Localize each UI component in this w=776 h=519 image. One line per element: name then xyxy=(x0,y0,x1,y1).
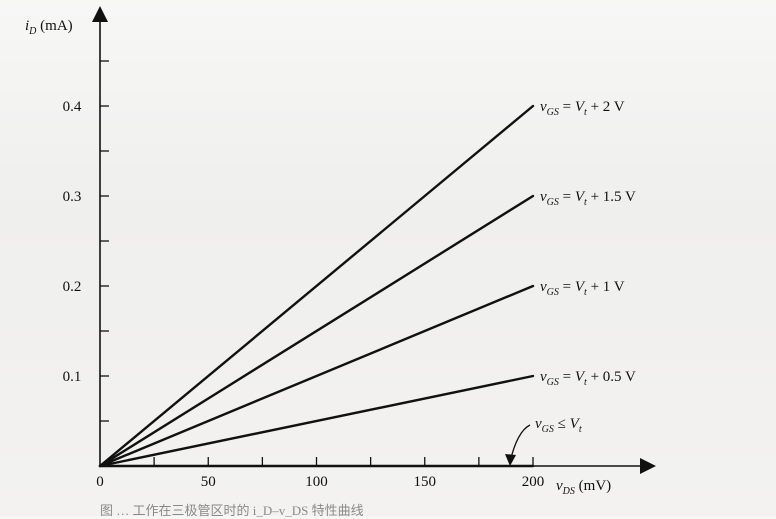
x-tick-label: 150 xyxy=(414,474,437,490)
series-label-1: vGS = Vt + 2 V xyxy=(540,99,625,118)
y-axis-label: iD (mA) xyxy=(25,18,73,37)
series-line-4 xyxy=(98,374,535,468)
y-tick-label: 0.1 xyxy=(63,369,82,385)
y-tick-label: 0.3 xyxy=(63,189,82,205)
x-tick-label: 0 xyxy=(96,474,104,490)
series xyxy=(98,104,535,468)
ticks: 0.1 0.2 0.3 0.4 0 50 100 150 200 xyxy=(63,60,545,490)
series-line-2 xyxy=(98,194,535,468)
x-tick-label: 100 xyxy=(305,474,328,490)
x-tick-label: 200 xyxy=(522,474,545,490)
series-label-3: vGS = Vt + 1 V xyxy=(540,279,625,298)
series-label-5: vGS ≤ Vt xyxy=(535,416,582,435)
figure-caption: 图 … 工作在三极管区时的 i_D–v_DS 特性曲线 xyxy=(100,503,364,518)
label-pointer-head xyxy=(505,454,516,466)
x-axis-label: vDS (mV) xyxy=(556,478,611,497)
labels: vGS = Vt + 2 V vGS = Vt + 1.5 V vGS = Vt +… xyxy=(25,18,636,497)
y-tick-label: 0.4 xyxy=(63,99,82,115)
y-tick-label: 0.2 xyxy=(63,279,82,295)
x-tick-label: 50 xyxy=(201,474,216,490)
series-label-4: vGS = Vt + 0.5 V xyxy=(540,369,636,388)
series-line-3 xyxy=(98,284,535,468)
series-label-2: vGS = Vt + 1.5 V xyxy=(540,189,636,208)
series-line-1 xyxy=(98,104,535,468)
